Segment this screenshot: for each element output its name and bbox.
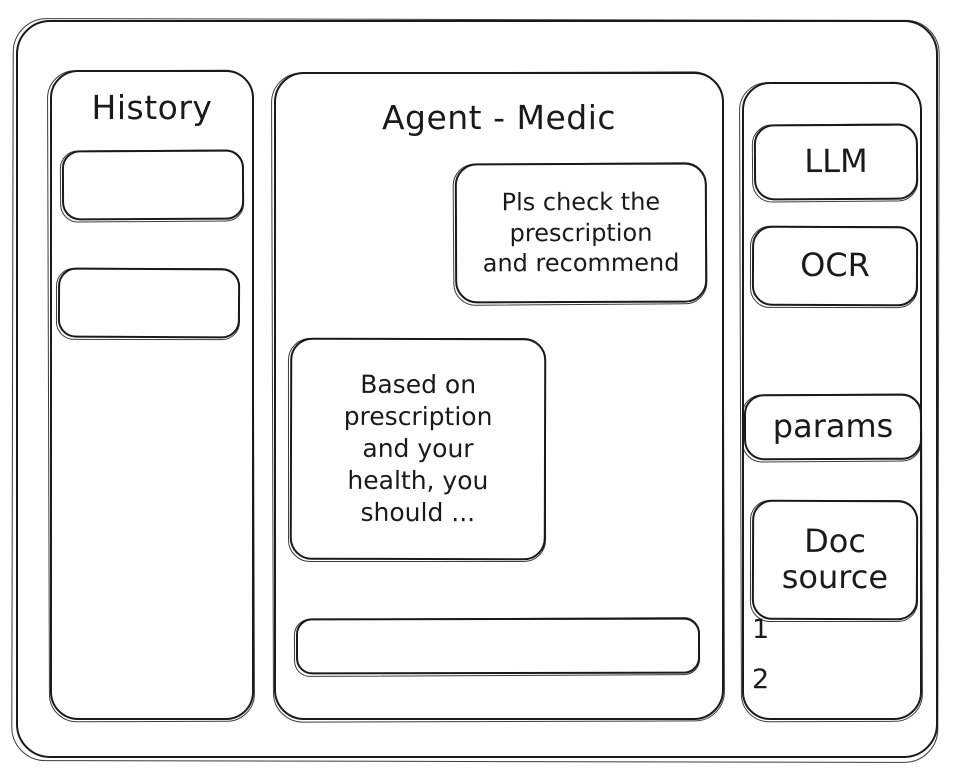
history-item[interactable] xyxy=(57,267,241,339)
message-bubble-agent: Based on prescription and your health, y… xyxy=(289,337,547,561)
tool-label: params xyxy=(772,406,894,446)
agent-main-panel xyxy=(274,72,724,720)
history-title: History xyxy=(91,88,213,127)
tool-button-doc-source[interactable]: Doc source xyxy=(751,499,919,621)
app-window-frame xyxy=(16,20,938,758)
page-title: Agent - Medic xyxy=(381,98,617,137)
tool-label: OCR xyxy=(800,245,870,285)
message-input[interactable] xyxy=(295,617,701,675)
message-bubble-user: Pls check the prescription and recommend xyxy=(454,162,708,304)
tool-label: Doc source xyxy=(781,522,889,597)
history-sidebar xyxy=(50,70,254,720)
tool-button-ocr[interactable]: OCR xyxy=(751,225,919,307)
tool-button-params[interactable]: params xyxy=(743,393,923,461)
tools-sidebar xyxy=(742,82,922,720)
tool-label: LLM xyxy=(804,141,868,181)
tool-button-llm[interactable]: LLM xyxy=(753,123,919,201)
message-text: Based on prescription and your health, y… xyxy=(343,369,493,528)
doc-source-item[interactable]: 1 xyxy=(752,614,770,645)
history-item[interactable] xyxy=(61,149,245,221)
message-text: Pls check the prescription and recommend xyxy=(482,187,680,278)
doc-source-item[interactable]: 2 xyxy=(752,664,770,695)
